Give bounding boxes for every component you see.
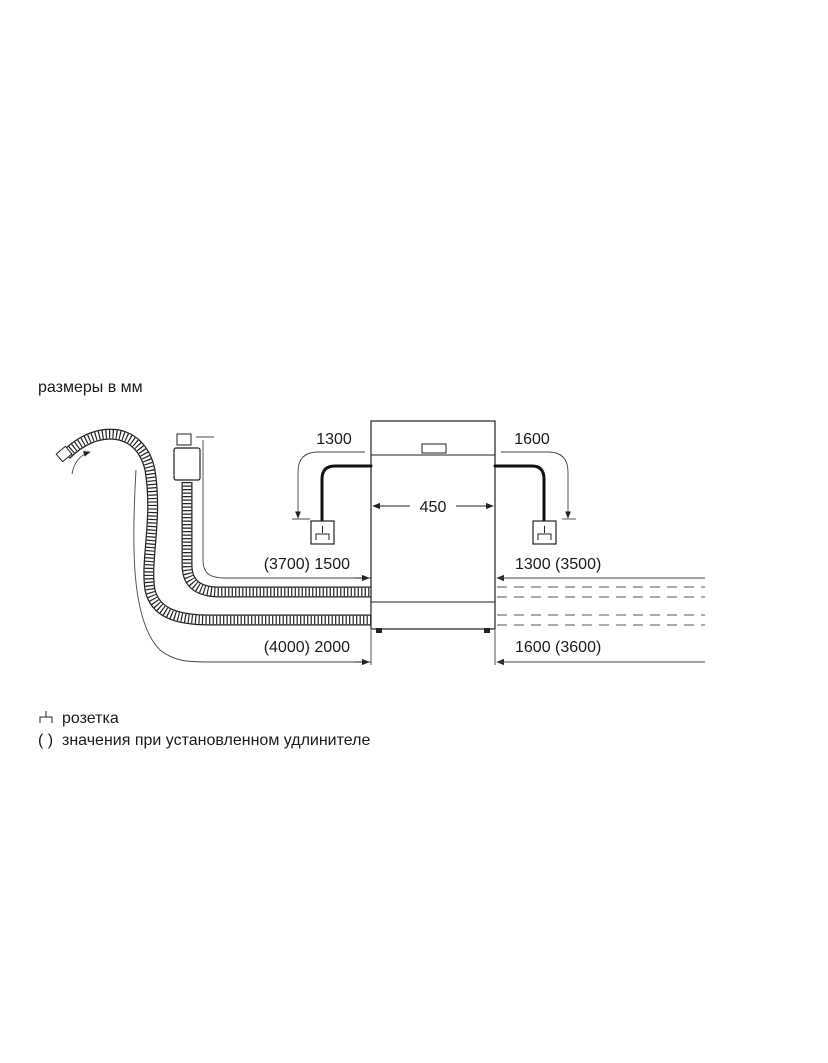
- drain-hose-icon: [55, 428, 371, 663]
- right-power-cable: 1600: [493, 431, 576, 522]
- units-caption: размеры в мм: [38, 379, 143, 396]
- right-hose-dashed: [497, 586, 705, 626]
- socket-icon: [532, 520, 557, 545]
- width-label: 450: [420, 499, 447, 516]
- legend-extension: значения при установленном удлинителе: [62, 732, 370, 749]
- right-inlet-dimension: 1300 (3500): [496, 556, 705, 582]
- right-inlet-length: 1300 (3500): [515, 556, 601, 573]
- left-inlet-length: (3700) 1500: [264, 556, 350, 573]
- legend-extension-symbol: ( ): [38, 732, 53, 749]
- legend-socket: розетка: [62, 710, 119, 727]
- legend: розетка ( ) значения при установленном у…: [38, 710, 370, 749]
- aquastop-valve-icon: [173, 433, 214, 481]
- dishwasher-icon: [370, 420, 496, 633]
- socket-icon: [39, 711, 53, 723]
- right-drain-dimension: 1600 (3600): [496, 639, 705, 666]
- socket-icon: [310, 520, 335, 545]
- left-inlet-dimension: (3700) 1500: [264, 556, 370, 582]
- left-cable-length: 1300: [316, 431, 352, 448]
- left-power-cable: 1300: [292, 431, 373, 522]
- left-drain-length: (4000) 2000: [264, 639, 350, 656]
- width-dimension: 450: [372, 499, 494, 516]
- right-drain-length: 1600 (3600): [515, 639, 601, 656]
- inlet-hose-icon: [181, 440, 371, 598]
- left-drain-dimension: (4000) 2000: [264, 639, 370, 666]
- right-cable-length: 1600: [514, 431, 550, 448]
